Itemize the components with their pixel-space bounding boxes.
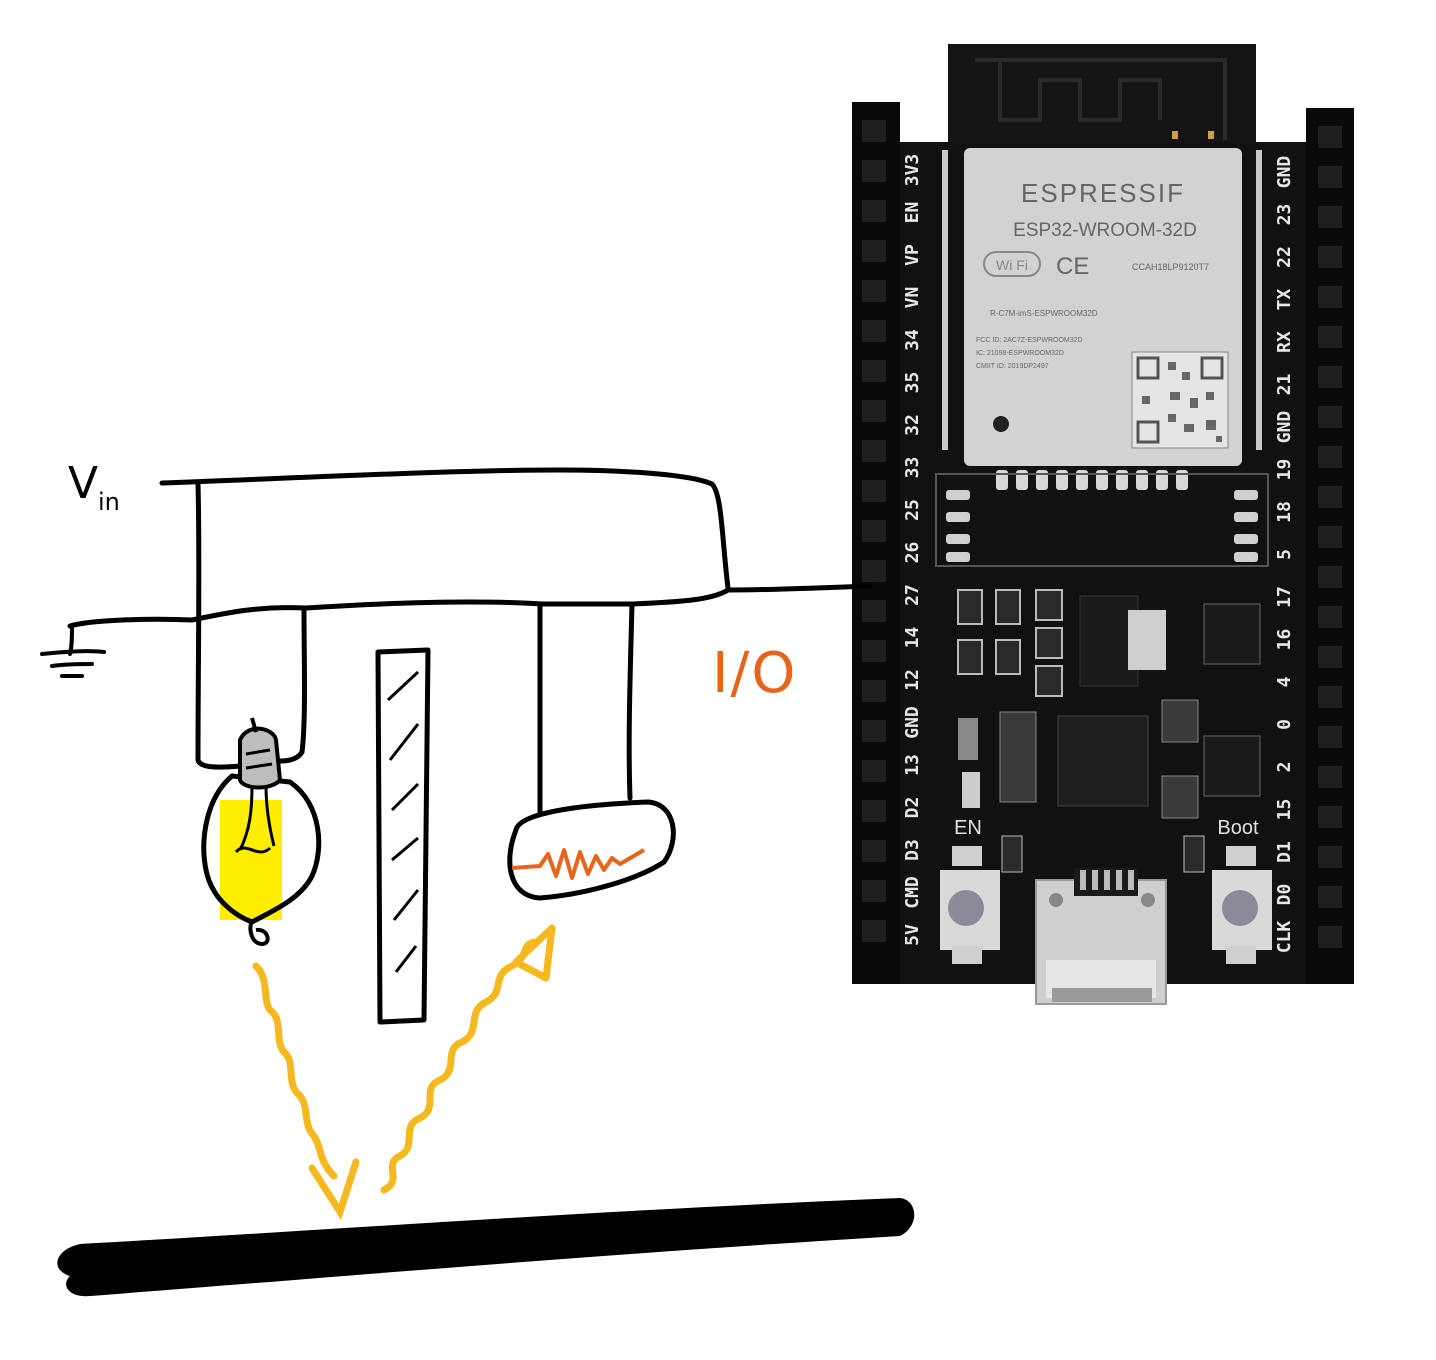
right-pin-0: GND: [1274, 156, 1295, 189]
usb-uart-chip: [1058, 716, 1148, 806]
module-fcc-2: IC: 21098-ESPWROOM32D: [976, 350, 1064, 357]
boot-label: Boot: [1217, 817, 1259, 839]
incident-ray: [256, 966, 334, 1176]
right-pin-2: 22: [1274, 246, 1295, 268]
status-led: [958, 718, 978, 760]
right-pin-7: 19: [1274, 459, 1295, 481]
transistor-1: [1204, 604, 1260, 664]
transistor-2: [1204, 736, 1260, 796]
right-pin-1: 23: [1274, 204, 1295, 226]
barrier-icon: [378, 650, 428, 1022]
right-pin-4: RX: [1274, 331, 1295, 353]
svg-text:Wi Fi: Wi Fi: [996, 257, 1028, 273]
resistor-smd: [962, 772, 980, 808]
right-pin-6: GND: [1274, 411, 1295, 444]
right-pin-12: 4: [1274, 676, 1295, 687]
io-label: I/O: [712, 641, 797, 706]
right-pin-9: 5: [1274, 549, 1295, 560]
ground-icon: [42, 626, 104, 676]
right-pin-16: D1: [1274, 841, 1295, 863]
right-pin-11: 16: [1274, 629, 1295, 651]
regulator-tab: [1128, 610, 1166, 670]
module-cert: CCAH18LP9120T7: [1132, 262, 1209, 272]
left-pin-4: 34: [902, 329, 923, 351]
vin-to-bulb-wire: [198, 484, 240, 767]
incident-arrowhead: [312, 1162, 356, 1212]
qr-code-icon: [1132, 352, 1228, 448]
left-pin-1: EN: [902, 202, 923, 224]
reflected-arrowhead: [516, 928, 552, 978]
io-wire: [728, 586, 870, 590]
left-pin-12: 12: [902, 669, 923, 691]
en-label: EN: [954, 817, 982, 839]
left-pin-10: 27: [902, 584, 923, 606]
left-pin-7: 33: [902, 457, 923, 479]
left-pin-18: 5V: [902, 924, 923, 946]
right-pin-15: 15: [1274, 799, 1295, 821]
reflective-surface: [57, 1198, 914, 1296]
photoresistor-icon: [510, 802, 674, 898]
left-pin-5: 35: [902, 372, 923, 394]
left-pin-3: VN: [902, 287, 923, 309]
vin-rail: [162, 470, 728, 588]
right-pin-13: 0: [1274, 719, 1295, 730]
module-fcc-3: CMIIT ID: 2019DP2497: [976, 363, 1049, 370]
usb-port-icon: [1036, 868, 1166, 1004]
left-pin-11: 14: [902, 627, 923, 649]
right-pin-18: CLK: [1274, 921, 1295, 954]
pin1-dot: [993, 416, 1009, 432]
boot-cap: [1184, 836, 1204, 872]
vin-label: V: [68, 458, 98, 509]
right-pin-10: 17: [1274, 586, 1295, 608]
module-model: ESP32-WROOM-32D: [1013, 220, 1197, 241]
right-pin-3: TX: [1274, 289, 1295, 311]
left-pin-14: 13: [902, 754, 923, 776]
io-to-sensor-wire: [629, 604, 632, 798]
left-pin-17: CMD: [902, 876, 923, 909]
left-pin-8: 25: [902, 499, 923, 521]
esp32-board: 3V3ENVPVN343532332526271412GND13D2D3CMD5…: [852, 44, 1354, 1004]
left-pin-16: D3: [902, 839, 923, 861]
left-pin-2: VP: [902, 244, 923, 266]
right-pin-5: 21: [1274, 374, 1295, 396]
left-pin-0: 3V3: [902, 154, 923, 187]
vin-subscript: in: [98, 488, 120, 516]
en-cap: [1002, 836, 1022, 872]
module-radio: R-C7M-imS-ESPWROOM32D: [990, 309, 1098, 318]
left-pin-13: GND: [902, 706, 923, 739]
ce-mark-icon: CE: [1056, 253, 1089, 280]
left-pin-6: 32: [902, 414, 923, 436]
left-pin-15: D2: [902, 797, 923, 819]
right-pin-14: 2: [1274, 762, 1295, 773]
right-pin-8: 18: [1274, 501, 1295, 523]
module-fcc-1: FCC ID: 2AC7Z-ESPWROOM32D: [976, 337, 1083, 344]
right-pin-17: D0: [1274, 884, 1295, 906]
left-pin-9: 26: [902, 542, 923, 564]
module-brand: ESPRESSIF: [1021, 178, 1185, 208]
